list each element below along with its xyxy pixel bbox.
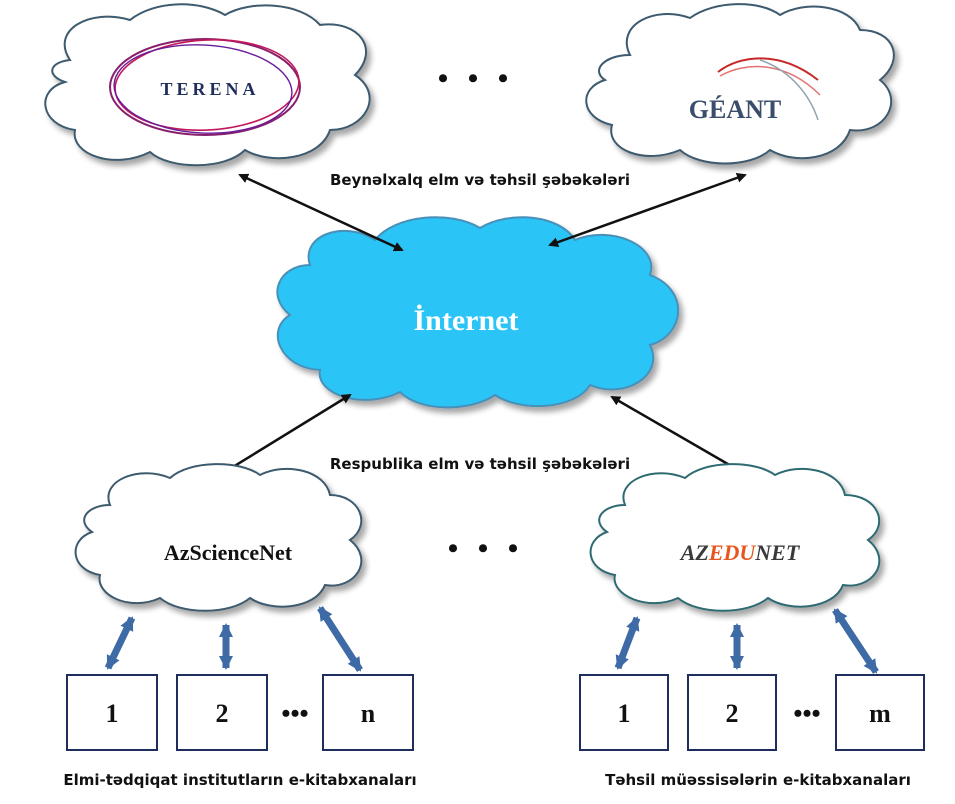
link-azscience-lib1 [104,616,136,670]
cloud-internet [276,216,680,409]
azsciencenet-label: AzScienceNet [164,540,293,565]
link-azedunet-libm [832,608,879,674]
international-caption: Beynəlxalq elm və təhsil şəbəkələri [330,171,630,189]
azedunet-edu: EDU [708,540,757,565]
link-internet-azsciencenet [213,393,352,480]
geant-wordmark: GÉANT [689,95,781,124]
terena-wordmark: TERENA [160,79,259,99]
label-text: AZEDUNET [679,540,801,565]
cloud-terena [44,3,371,167]
label-text: m [869,699,891,728]
azedunet-az: AZ [679,540,709,565]
label-text: 2 [726,699,739,728]
link-azedunet-lib1 [614,616,641,670]
library-box-right-m: m [835,674,925,751]
link-terena-internet [238,173,404,252]
library-box-left-n: n [322,674,414,751]
national-ellipsis: • • • [448,532,525,565]
azedunet-net: NET [754,540,801,565]
label-text: n [361,699,376,728]
library-box-left-2: 2 [176,674,268,751]
library-box-right-2: 2 [687,674,777,751]
international-ellipsis: • • • [438,62,515,95]
library-box-left-1: 1 [66,674,158,751]
link-azscience-libn [317,606,363,672]
azscience-libraries-caption: Elmi-tədqiqat institutların e-kitabxanal… [63,771,416,789]
internet-label: İnternet [414,304,519,337]
azedunet-libraries-caption: Təhsil müəssisələrin e-kitabxanaları [605,771,911,789]
library-box-right-1: 1 [579,674,669,751]
cloud-geant [585,3,895,165]
national-caption: Respublika elm və təhsil şəbəkələri [330,455,630,473]
label-text: 1 [618,699,631,728]
library-dots-right: ••• [793,699,820,728]
geant-logo: GÉANT [689,57,821,124]
link-geant-internet [548,172,747,248]
label-text: 1 [106,699,119,728]
cloud-azedunet [589,463,881,612]
label-text: 2 [216,699,229,728]
cloud-azsciencenet [74,463,363,612]
terena-logo: TERENA [109,38,301,136]
library-dots-left: ••• [281,699,308,728]
azedunet-logo: AZEDUNET [679,540,801,565]
